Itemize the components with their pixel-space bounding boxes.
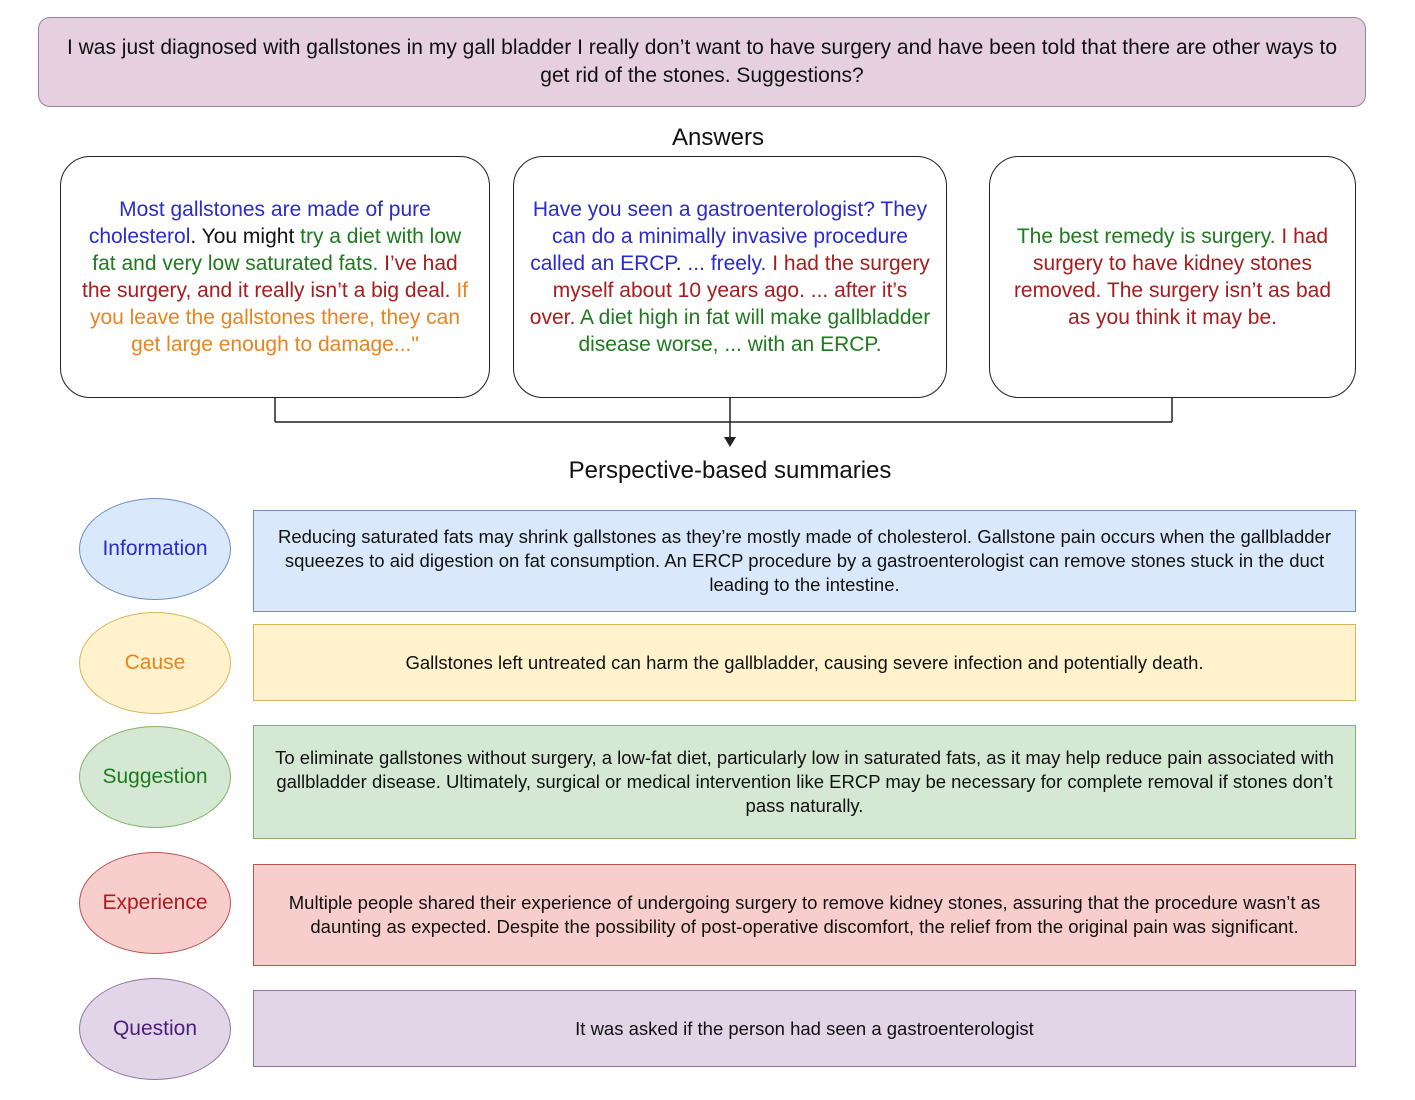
- answer-box-1: Most gallstones are made of pure cholest…: [60, 156, 490, 398]
- perspective-suggestion-ellipse: Suggestion: [79, 726, 231, 828]
- perspective-cause-text: Gallstones left untreated can harm the g…: [405, 651, 1204, 673]
- arrow-head-icon: [724, 437, 736, 447]
- perspective-suggestion-summary: To eliminate gallstones without surgery,…: [253, 725, 1356, 839]
- answer-2-segment: .: [675, 252, 688, 275]
- perspective-question-text: It was asked if the person had seen a ga…: [575, 1017, 1034, 1039]
- perspective-information-text: Reducing saturated fats may shrink galls…: [277, 526, 1331, 595]
- answer-1-segment: try a diet with low fat and very low sat…: [92, 225, 462, 275]
- perspective-question-ellipse: Question: [79, 978, 231, 1080]
- question-text: I was just diagnosed with gallstones in …: [66, 36, 1338, 87]
- perspective-experience-label: Experience: [102, 891, 208, 914]
- answers-title: Answers: [671, 124, 765, 151]
- answer-box-2: Have you seen a gastroenterologist? They…: [513, 156, 947, 398]
- answer-1-segment: I’ve had the surgery, and it really isn’…: [82, 252, 458, 302]
- answer-text-2: Have you seen a gastroenterologist? They…: [528, 196, 932, 358]
- answer-2-segment: I had the surgery myself about 10 years …: [529, 252, 930, 329]
- perspective-information-summary: Reducing saturated fats may shrink galls…: [253, 510, 1356, 612]
- answer-box-3: The best remedy is surgery. I had surger…: [989, 156, 1356, 398]
- answer-3-segment: The best remedy is surgery.: [1016, 225, 1282, 248]
- perspective-experience-summary: Multiple people shared their experience …: [253, 864, 1356, 966]
- perspective-information-ellipse: Information: [79, 498, 231, 600]
- summaries-title: Perspective-based summaries: [568, 457, 892, 484]
- answer-1-segment: If you leave the gallstones there, they …: [89, 279, 468, 356]
- answer-2-segment: Have you seen a gastroenterologist?: [532, 198, 881, 221]
- perspective-question-summary: It was asked if the person had seen a ga…: [253, 990, 1356, 1067]
- answer-1-segment: Most gallstones are made of pure cholest…: [88, 198, 431, 248]
- answer-3-segment: I had surgery to have kidney stones remo…: [1013, 225, 1332, 329]
- perspective-suggestion-label: Suggestion: [102, 765, 208, 788]
- perspective-question-label: Question: [112, 1017, 198, 1040]
- answer-text-3: The best remedy is surgery. I had surger…: [1004, 223, 1341, 331]
- answer-text-1: Most gallstones are made of pure cholest…: [75, 196, 475, 358]
- perspective-suggestion-text: To eliminate gallstones without surgery,…: [275, 747, 1334, 816]
- perspective-cause-summary: Gallstones left untreated can harm the g…: [253, 624, 1356, 701]
- perspective-cause-label: Cause: [124, 651, 186, 674]
- answer-2-segment: A diet high in fat will make gallbladder…: [578, 306, 931, 356]
- answer-2-segment: ... freely.: [687, 252, 773, 275]
- answer-2-segment: They can do a minimally invasive procedu…: [530, 198, 928, 275]
- answers-connector: [274, 398, 1173, 447]
- answer-1-segment: . You might: [190, 225, 301, 248]
- perspective-experience-ellipse: Experience: [79, 852, 231, 954]
- perspective-experience-text: Multiple people shared their experience …: [288, 892, 1321, 937]
- question-box: I was just diagnosed with gallstones in …: [38, 17, 1366, 107]
- perspective-information-label: Information: [102, 537, 208, 560]
- perspective-cause-ellipse: Cause: [79, 612, 231, 714]
